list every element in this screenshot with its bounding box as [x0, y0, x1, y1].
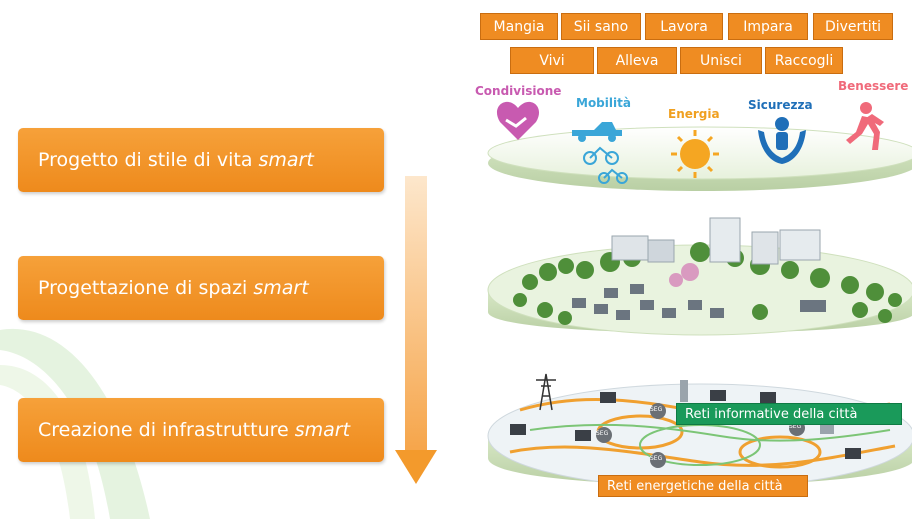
energy-network-label: Reti energetiche della città: [598, 475, 808, 497]
space-design-label: Progettazione di spazi: [38, 277, 248, 299]
tag-lavora: Lavora: [645, 13, 723, 40]
down-arrow-shaft: [405, 176, 427, 452]
smart-italic-1: smart: [258, 149, 314, 171]
tag-alleva: Alleva: [597, 47, 677, 74]
infrastructure-label: Creazione di infrastrutture: [38, 419, 289, 441]
handshake-heart-icon: [496, 101, 540, 140]
infrastructure-box: Creazione di infrastrutture smart: [18, 398, 384, 462]
running-person-icon: [846, 102, 884, 150]
seg-label: SEG: [789, 423, 802, 430]
tag-divertiti: Divertiti: [813, 13, 893, 40]
category-sicurezza: Sicurezza: [748, 98, 813, 112]
info-network-label: Reti informative della città: [676, 403, 902, 425]
city-disc: [487, 217, 912, 336]
lifestyle-design-label: Progetto di stile di vita: [38, 149, 253, 171]
smart-italic-2: smart: [253, 277, 309, 299]
tag-label: Mangia: [493, 18, 545, 35]
tag-label: Lavora: [660, 18, 708, 35]
tag-sii-sano: Sii sano: [561, 13, 641, 40]
category-condivisione: Condivisione: [475, 84, 562, 98]
tag-label: Vivi: [539, 52, 565, 69]
category-energia: Energia: [668, 107, 720, 121]
infrastructure-disc: [487, 373, 912, 489]
sun-icon: [671, 130, 719, 178]
tag-raccogli: Raccogli: [765, 47, 843, 74]
category-benessere: Benessere: [838, 79, 909, 93]
tag-vivi: Vivi: [510, 47, 594, 74]
buildings-icon: [611, 217, 821, 265]
mobility-vehicles-icon: [572, 122, 628, 184]
space-design-box: Progettazione di spazi smart: [18, 256, 384, 320]
power-tower-icon: [536, 373, 556, 411]
tag-impara: Impara: [728, 13, 808, 40]
tag-mangia: Mangia: [480, 13, 558, 40]
seg-label: SEG: [650, 455, 663, 462]
tag-label: Divertiti: [824, 18, 882, 35]
category-mobilita: Mobilità: [576, 96, 631, 110]
info-network-lines: [529, 423, 891, 466]
down-arrow-icon: [395, 450, 437, 484]
tag-label: Alleva: [615, 52, 659, 69]
seg-label: SEG: [596, 430, 609, 437]
smart-italic-3: smart: [294, 419, 351, 441]
tag-label: Sii sano: [573, 18, 629, 35]
tag-unisci: Unisci: [680, 47, 762, 74]
seg-label: SEG: [650, 406, 663, 413]
tag-label: Raccogli: [774, 52, 834, 69]
tag-label: Unisci: [700, 52, 742, 69]
protecting-hands-icon: [758, 117, 806, 164]
tag-label: Impara: [743, 18, 793, 35]
lifestyle-design-box: Progetto di stile di vita smart: [18, 128, 384, 192]
